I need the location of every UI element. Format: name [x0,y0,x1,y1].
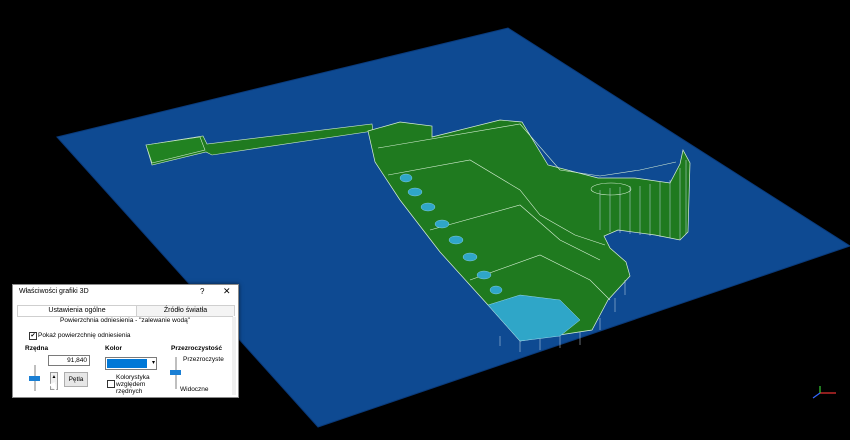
ordinate-slider-thumb[interactable] [29,376,40,381]
color-swatch [107,359,147,368]
model-flood-holes [399,173,503,295]
dialog-title: Właściwości grafiki 3D [19,288,89,295]
transparency-top-label: Przezroczyste [183,356,224,363]
model-walkway-small-block [145,136,206,164]
section-subtitle: Powierzchnia odniesienia - "zalewanie wo… [60,317,190,324]
model-side-walls [599,160,687,240]
loop-button[interactable]: Pętla [64,372,88,387]
tab-light-source[interactable]: Źródło światła [136,305,235,316]
help-icon[interactable]: ? [200,287,205,296]
dialog-tabs: Ustawienia ogólne Źródło światła [17,305,235,317]
ordinate-value-input[interactable]: 91,840 [48,355,90,366]
transparency-slider-thumb[interactable] [170,370,181,375]
chevron-down-icon: ▾ [151,360,155,366]
ordinate-label: Rzędna [25,345,49,352]
dialog-scrollbar[interactable] [232,317,236,395]
3d-graphics-properties-dialog: Właściwości grafiki 3D ? ✕ Ustawienia og… [12,284,239,398]
tab-general-settings[interactable]: Ustawienia ogólne [17,305,137,316]
color-dropdown[interactable]: ▾ [105,357,157,370]
close-icon[interactable]: ✕ [223,286,231,296]
model-flooded-area [487,294,581,342]
model-terrain-lines-3 [429,204,601,261]
axes-gizmo-icon [812,386,836,399]
color-label: Kolor [105,345,122,352]
dialog-title-bar[interactable]: Właściwości grafiki 3D ? ✕ [13,285,238,299]
transparency-bottom-label: Widoczne [180,386,209,393]
model-pond-outline [590,182,632,196]
show-surface-checkbox[interactable]: ✔ [29,332,37,340]
model-front-walls [499,280,626,352]
coloring-label: Kolorystyka względem rzędnych [116,374,150,395]
model-terrain-lines-2 [387,159,606,246]
model-terrain-lines-4 [469,254,611,301]
model-terrain-lines [377,123,677,177]
transparency-label: Przezroczystość [171,345,222,352]
ordinate-spinner[interactable]: ▲▼ [50,372,58,390]
show-surface-label: Pokaż powierzchnię odniesienia [38,332,131,339]
coloring-checkbox[interactable] [107,380,115,388]
